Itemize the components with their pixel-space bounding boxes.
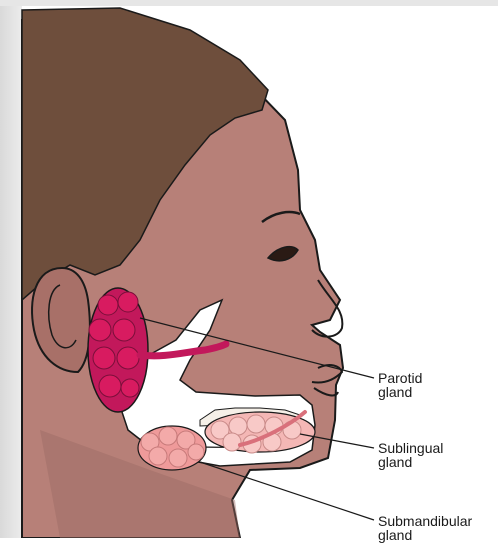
parotid-gland-label: Parotid gland [378, 371, 422, 399]
parotid-gland [88, 288, 148, 412]
submandibular-gland [138, 426, 206, 470]
sublingual-gland-label: Sublingual gland [378, 441, 443, 469]
